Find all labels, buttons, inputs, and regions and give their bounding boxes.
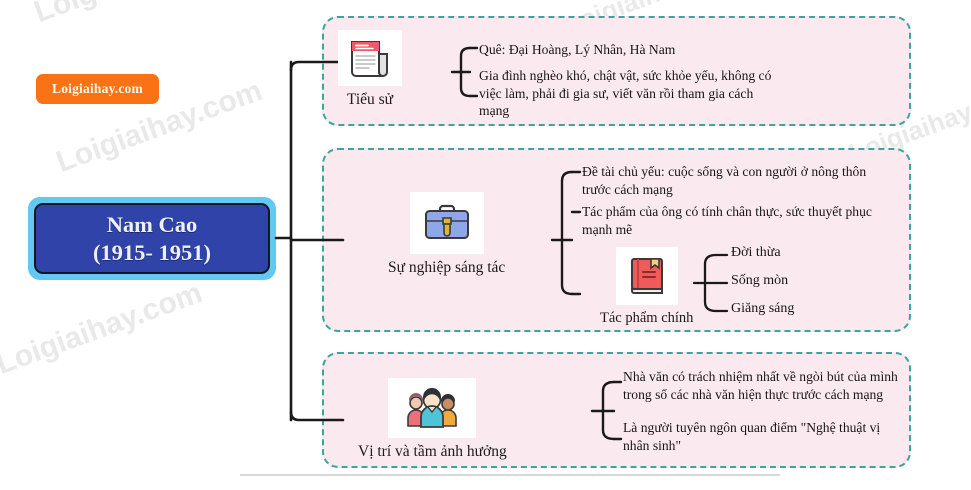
work-item: Sống mòn: [731, 273, 789, 288]
work-item: Đời thừa: [731, 245, 781, 260]
branch-head-career: Sự nghiệp sáng tác: [388, 192, 505, 277]
branch-head-works: Tác phẩm chính: [600, 247, 693, 327]
detail-career-2: Tác phẩm của ông có tính chân thực, sức …: [582, 204, 872, 237]
branch-label-position: Vị trí và tầm ảnh hưởng: [358, 443, 507, 460]
root-node-name: Nam Cao: [106, 212, 198, 238]
detail-position-2: Là người tuyên ngôn quan điểm "Nghệ thuậ…: [623, 420, 881, 453]
root-node-inner: Nam Cao (1915- 1951): [34, 203, 270, 274]
bottom-divider: [240, 474, 780, 476]
detail-career-1: Đề tài chủ yếu: cuộc sống và con người ở…: [582, 164, 867, 197]
newspaper-icon: [338, 30, 402, 86]
work-item: Giăng sáng: [731, 301, 795, 316]
branch-label-works: Tác phẩm chính: [600, 310, 694, 326]
watermark: Loigiaihay.com: [30, 0, 245, 30]
root-node-years: (1915- 1951): [92, 239, 212, 265]
site-logo-badge[interactable]: Loigiaihay.com: [36, 74, 159, 104]
watermark: Loigiaihay.com: [0, 276, 207, 382]
people-group-icon: [388, 378, 477, 438]
branch-label-career: Sự nghiệp sáng tác: [388, 259, 506, 276]
branch-label-bio: Tiểu sử: [346, 91, 394, 108]
branch-head-bio: Tiểu sử: [338, 30, 402, 109]
detail-position-1: Nhà văn có trách nhiệm nhất về ngòi bút …: [623, 369, 898, 402]
panel-bio: [322, 16, 911, 126]
briefcase-icon: [409, 192, 484, 254]
book-icon: [615, 247, 678, 305]
branch-head-position: Vị trí và tầm ảnh hưởng: [358, 378, 507, 461]
detail-bio-2: Gia đình nghèo khó, chật vật, sức khỏe y…: [479, 68, 772, 119]
detail-bio-1: Quê: Đại Hoàng, Lý Nhân, Hà Nam: [479, 42, 676, 57]
root-node[interactable]: Nam Cao (1915- 1951): [28, 197, 276, 280]
